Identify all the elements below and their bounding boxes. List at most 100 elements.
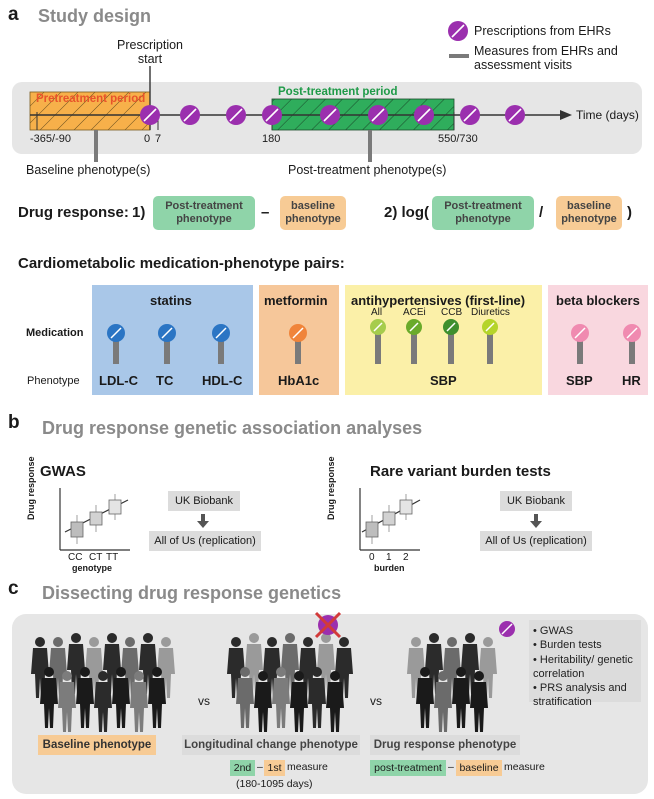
longitudinal-phenotype-box: Longitudinal change phenotype [182,735,360,755]
tick-label-pre: -365/-90 [30,133,71,145]
antihyp-sub-acei: ACEi [403,307,426,318]
burden-mini-plot [359,488,421,551]
gwas-aou-box: All of Us (replication) [149,531,261,551]
panel-c-letter: c [8,578,19,599]
pretreatment-label: Pretreatment period [36,93,146,105]
formula-1-operator: – [261,204,270,221]
burden-aou-box: All of Us (replication) [480,531,592,551]
post-measure-bar [368,130,372,162]
metformin-pill-icon [289,324,307,364]
dr-baseline-box: baseline [456,760,502,776]
antihyp-sub-ccb: CCB [441,307,463,318]
baseline-phenotype-box: Baseline phenotype [38,735,156,755]
antihyp-pill-icon-diuretics [482,319,498,364]
burden-ukb-box: UK Biobank [500,491,572,511]
beta-phenotype-1: SBP [566,373,593,388]
burden-xlabel: burden [374,563,405,573]
prescription-pill-icon [499,621,515,637]
antihyp-pill-icon-all [370,319,386,364]
metformin-phenotype: HbA1c [278,373,320,388]
panel-a-letter: a [8,4,19,25]
baseline-measure-bar [94,130,98,162]
panel-b-letter: b [8,412,20,433]
tick-label-550: 550/730 [438,133,478,145]
posttreatment-label: Post-treatment period [278,86,398,98]
drug-response-label: Drug response: [18,204,129,221]
statins-pill-icon-1 [107,324,125,364]
vs-label-1: vs [198,694,210,708]
baseline-phenotype-label: Baseline phenotype(s) [26,163,151,177]
legend-pill-icon [448,21,468,41]
beta-pill-icon-2 [623,324,641,364]
vs-label-2: vs [370,694,382,708]
dr-measure: measure [504,761,545,773]
gwas-tick-cc: CC [68,552,83,563]
long-measure: measure [287,761,328,773]
formula-1-post: Post-treatment phenotype [153,196,255,230]
burden-tick-0: 0 [369,552,375,563]
panel-a-title: Study design [38,6,152,26]
tick-label-180: 180 [262,133,281,145]
panel-c-title: Dissecting drug response genetics [42,583,342,603]
analysis-item-gwas: • GWAS [533,625,574,637]
pairs-title: Cardiometabolic medication-phenotype pai… [18,255,345,272]
gwas-mini-plot [59,488,130,551]
antihyp-sub-diuretics: Diuretics [471,307,510,318]
analyses-box: • GWAS • Burden tests • Heritability/ ge… [529,620,641,708]
gwas-tick-ct: CT [89,552,103,563]
long-2nd-box: 2nd [230,760,255,776]
crowd-longitudinal-icon [227,633,353,732]
long-dash: – [257,761,263,773]
rare-variant-title: Rare variant burden tests [370,463,551,480]
gwas-title: GWAS [40,463,86,480]
formula-2-close: ) [627,204,632,221]
gwas-xlabel: genotype [72,563,113,573]
statins-title: statins [150,293,192,308]
crowd-baseline-icon [31,633,175,732]
tick-label-7: 7 [155,133,162,145]
down-arrow-icon-gwas [197,514,209,528]
formula-2-baseline: baseline phenotype [556,196,622,230]
antihyp-pill-icon-ccb [443,319,459,364]
statins-phenotype-3: HDL-C [202,373,243,388]
legend-prescriptions: Prescriptions from EHRs [474,24,611,38]
row-phenotype-label: Phenotype [27,375,80,387]
dr-dash: – [448,761,454,773]
panel-b-title: Drug response genetic association analys… [42,418,423,438]
gwas-tick-tt: TT [106,552,119,563]
antihyp-phenotype: SBP [430,373,457,388]
formula-1-baseline: baseline phenotype [280,196,346,230]
post-phenotype-label: Post-treatment phenotype(s) [288,163,447,177]
legend-measure-icon [449,54,469,58]
formula-2-operator: / [539,204,544,221]
antihyp-sub-all: All [371,307,383,318]
legend-measures: Measures from EHRs and assessment visits [474,44,618,73]
analysis-item-burden: • Burden tests [533,639,602,652]
timeline-pill-icons [140,105,525,125]
gwas-ukb-box: UK Biobank [168,491,240,511]
analysis-item-prs: • PRS analysis and stratification [533,682,627,709]
statins-phenotype-1: LDL-C [99,373,138,388]
long-1st-box: 1st [264,760,285,776]
row-medication-label: Medication [26,327,84,339]
down-arrow-icon-burden [530,514,542,528]
antihypertensives-title: antihypertensives (first-line) [351,293,526,308]
statins-phenotype-2: TC [156,373,174,388]
no-prescription-icon [314,611,342,639]
beta-phenotype-2: HR [622,373,641,388]
statins-pill-icon-2 [158,324,176,364]
formula-2-number: 2) log( [384,204,429,221]
time-axis-label: Time (days) [576,108,639,122]
dr-post-box: post-treatment [370,760,446,776]
prescription-start-label: Prescription start [117,38,183,67]
long-days: (180-1095 days) [236,778,313,790]
analysis-item-heritability: • Heritability/ genetic correlation [533,653,633,680]
metformin-title: metformin [264,293,328,308]
tick-label-0: 0 [144,133,151,145]
burden-tick-2: 2 [403,552,409,563]
formula-2-post: Post-treatment phenotype [432,196,534,230]
